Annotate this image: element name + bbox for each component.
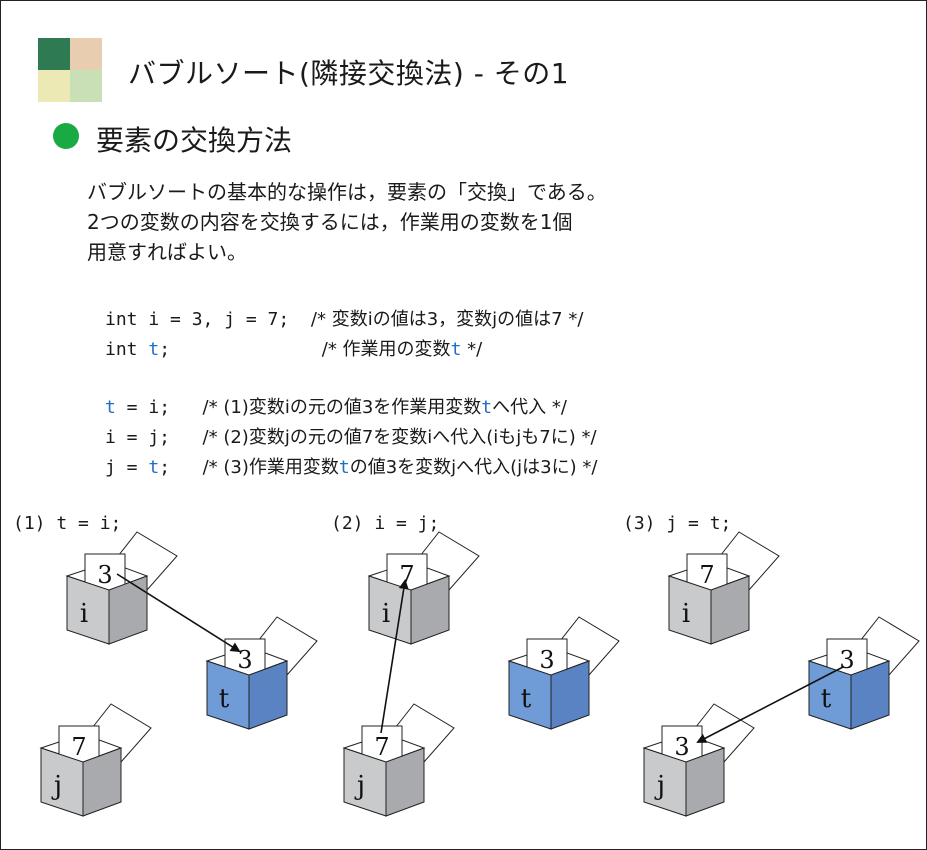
slide-logo	[38, 38, 102, 102]
code-line-4: i = j; /* (2)変数jの元の値7を変数iへ代入(iもjも7に) */	[105, 423, 597, 449]
box-i-step-2: 7i	[367, 531, 480, 645]
box-label: t	[521, 684, 532, 714]
description-line: 用意すればよい。	[87, 240, 247, 264]
section-heading: 要素の交換方法	[96, 124, 293, 157]
box-side	[410, 575, 450, 645]
arrow-j-to-i	[380, 579, 409, 734]
code-statement: int	[105, 339, 149, 360]
box-value: 7	[374, 733, 389, 761]
box-t-step-1: 3t	[205, 616, 318, 730]
box-side	[248, 660, 288, 730]
box-side	[108, 575, 148, 645]
box-j-step-2: 7j	[342, 703, 455, 817]
code-comment: /* (3)作業用変数tの値3を変数jへ代入(jは3に) */	[203, 457, 598, 478]
box-value: 3	[839, 646, 854, 674]
box-label: t	[821, 684, 832, 714]
box-t-step-3: 3t	[807, 616, 920, 730]
box-side	[82, 747, 122, 817]
box-label: i	[382, 599, 390, 629]
code-comment-text: */	[461, 339, 483, 360]
box-side	[850, 660, 890, 730]
code-statement: j =	[105, 457, 149, 478]
box-j-step-3: 3j	[642, 703, 755, 817]
box-label: i	[682, 599, 690, 629]
description-line: バブルソートの基本的な操作は，要素の「交換」である。	[87, 180, 607, 204]
step-3-label: (3) j = t;	[623, 513, 732, 534]
code-comment: /* 変数iの値は3，変数jの値は7 */	[310, 309, 584, 330]
box-value: 3	[674, 733, 689, 761]
logo-square-3	[38, 70, 70, 102]
box-value: 3	[237, 646, 252, 674]
box-i-step-3: 7i	[667, 531, 780, 645]
code-comment-text: /* 作業用の変数	[321, 339, 451, 360]
box-j-step-1: 7j	[39, 703, 152, 817]
step-2-label: (2) i = j;	[331, 513, 440, 534]
box-value: 3	[539, 646, 554, 674]
description-text: バブルソートの基本的な操作は，要素の「交換」である。 2つの変数の内容を交換する…	[87, 177, 607, 267]
code-statement: int i = 3, j = 7;	[105, 309, 290, 330]
box-label: j	[51, 771, 62, 801]
code-statement: ;	[159, 339, 171, 360]
step-1-label: (1) t = i;	[13, 513, 122, 534]
code-line-5: j = t; /* (3)作業用変数tの値3を変数jへ代入(jは3に) */	[105, 453, 597, 479]
code-statement: i = j;	[105, 427, 171, 448]
box-label: i	[80, 599, 88, 629]
box-i-step-1: 3i	[65, 531, 178, 645]
description-line: 2つの変数の内容を交換するには，作業用の変数を1個	[87, 210, 573, 234]
box-value: 7	[71, 733, 86, 761]
slide-title: バブルソート(隣接交換法) - その1	[128, 57, 570, 90]
code-comment-text: の値3を変数jへ代入(jは3に) */	[349, 457, 598, 478]
logo-square-4	[70, 70, 102, 102]
box-label: j	[654, 771, 665, 801]
box-side	[685, 747, 725, 817]
box-side	[385, 747, 425, 817]
code-line-3: t = i; /* (1)変数iの元の値3を作業用変数tへ代入 */	[105, 393, 567, 419]
code-comment: /* 作業用の変数t */	[322, 339, 482, 360]
code-comment-variable-t: t	[450, 339, 462, 360]
bullet-dot-icon	[53, 123, 79, 149]
code-comment-variable-t: t	[338, 457, 350, 478]
box-value: 7	[699, 561, 714, 589]
logo-square-2	[70, 38, 102, 70]
code-comment: /* (1)変数iの元の値3を作業用変数tへ代入 */	[203, 397, 567, 418]
box-side	[550, 660, 590, 730]
code-comment-text: へ代入 */	[492, 397, 567, 418]
logo-square-1	[38, 38, 70, 70]
code-variable-t: t	[148, 339, 160, 360]
code-statement: = i;	[115, 397, 171, 418]
code-variable-t: t	[148, 457, 160, 478]
box-label: j	[354, 771, 365, 801]
code-comment-variable-t: t	[481, 397, 493, 418]
box-t-step-2: 3t	[507, 616, 620, 730]
code-variable-t: t	[105, 397, 116, 418]
code-comment-text: /* (3)作業用変数	[202, 457, 339, 478]
code-line-2: int t; /* 作業用の変数t */	[105, 335, 482, 361]
box-value: 7	[399, 561, 414, 589]
arrow-i-to-t	[116, 573, 241, 653]
code-comment-text: /* (1)変数iの元の値3を作業用変数	[202, 397, 482, 418]
box-value: 3	[97, 561, 112, 589]
box-label: t	[219, 684, 230, 714]
arrow-t-to-j	[696, 666, 844, 743]
code-line-1: int i = 3, j = 7; /* 変数iの値は3，変数jの値は7 */	[105, 305, 583, 331]
code-statement: ;	[159, 457, 171, 478]
code-comment: /* (2)変数jの元の値7を変数iへ代入(iもjも7に) */	[202, 427, 597, 448]
box-side	[710, 575, 750, 645]
